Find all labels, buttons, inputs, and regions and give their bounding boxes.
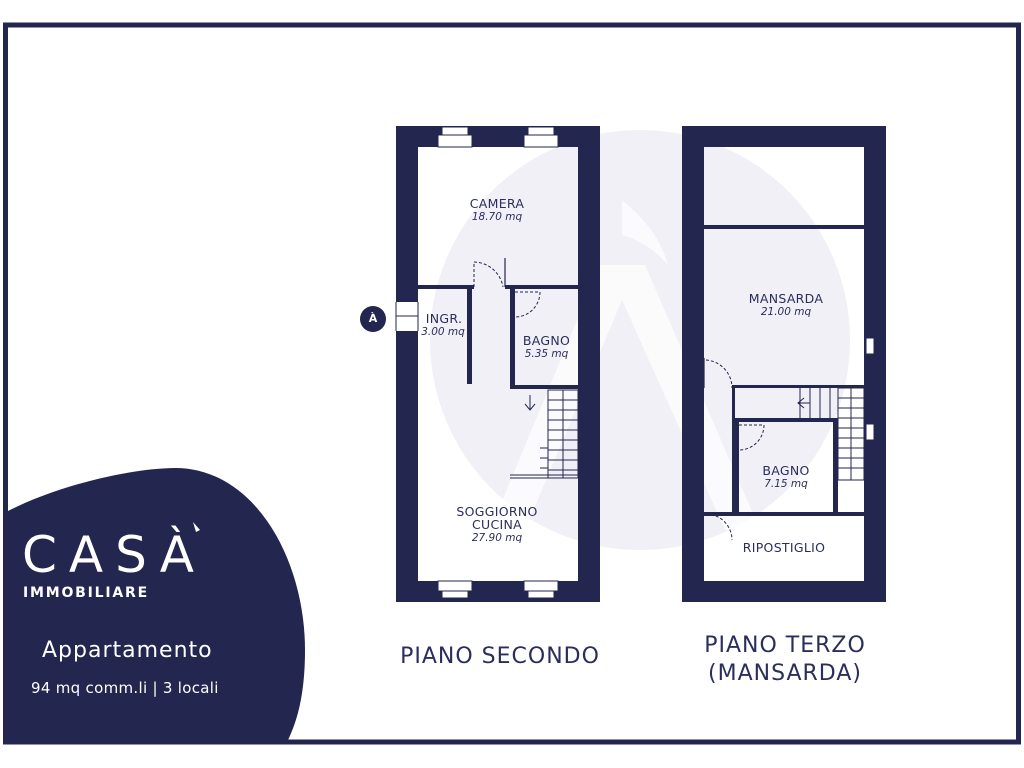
page-frame [3,22,1021,745]
logo-subtitle: IMMOBILIARE [23,585,149,601]
room-label-soggiorno-line1: SOGGIORNO [456,504,538,519]
room-label-ripostiglio: RIPOSTIGLIO [742,540,826,555]
staircase [797,387,865,481]
entry-marker [360,306,386,332]
listing-type: Appartamento [42,638,213,663]
room-label-mansarda: MANSARDA [748,291,824,306]
room-area-soggiorno: 27.90 mq [471,532,523,544]
floor-title-third-line1: PIANO TERZO [704,633,866,658]
room-area-bagno-third: 7.15 mq [764,478,808,490]
room-area-ingresso: 3.00 mq [421,326,465,338]
room-label-camera: CAMERA [469,196,525,211]
floor-title-third-line2: (MANSARDA) [708,661,862,686]
logo-accent-icon [193,522,200,532]
room-label-soggiorno-line2: CUCINA [472,517,522,532]
floor-plan-third [682,126,886,602]
room-label-bagno-third: BAGNO [762,463,810,478]
window [437,126,559,599]
room-area-bagno-second: 5.35 mq [524,348,569,360]
floor-plan-second [395,126,600,602]
listing-details: 94 mq comm.li | 3 locali [31,679,219,697]
window [865,337,875,441]
staircase [510,389,579,479]
room-area-camera: 18.70 mq [471,211,523,223]
entry-marker-label: À [368,312,378,325]
room-area-mansarda: 21.00 mq [760,306,812,318]
room-label-ingresso: INGR. [425,311,463,326]
brand-badge [8,468,305,740]
room-label-bagno-second: BAGNO [522,333,571,348]
floor-title-second: PIANO SECONDO [400,644,600,669]
logo-wordmark: CASÀ [22,526,206,584]
